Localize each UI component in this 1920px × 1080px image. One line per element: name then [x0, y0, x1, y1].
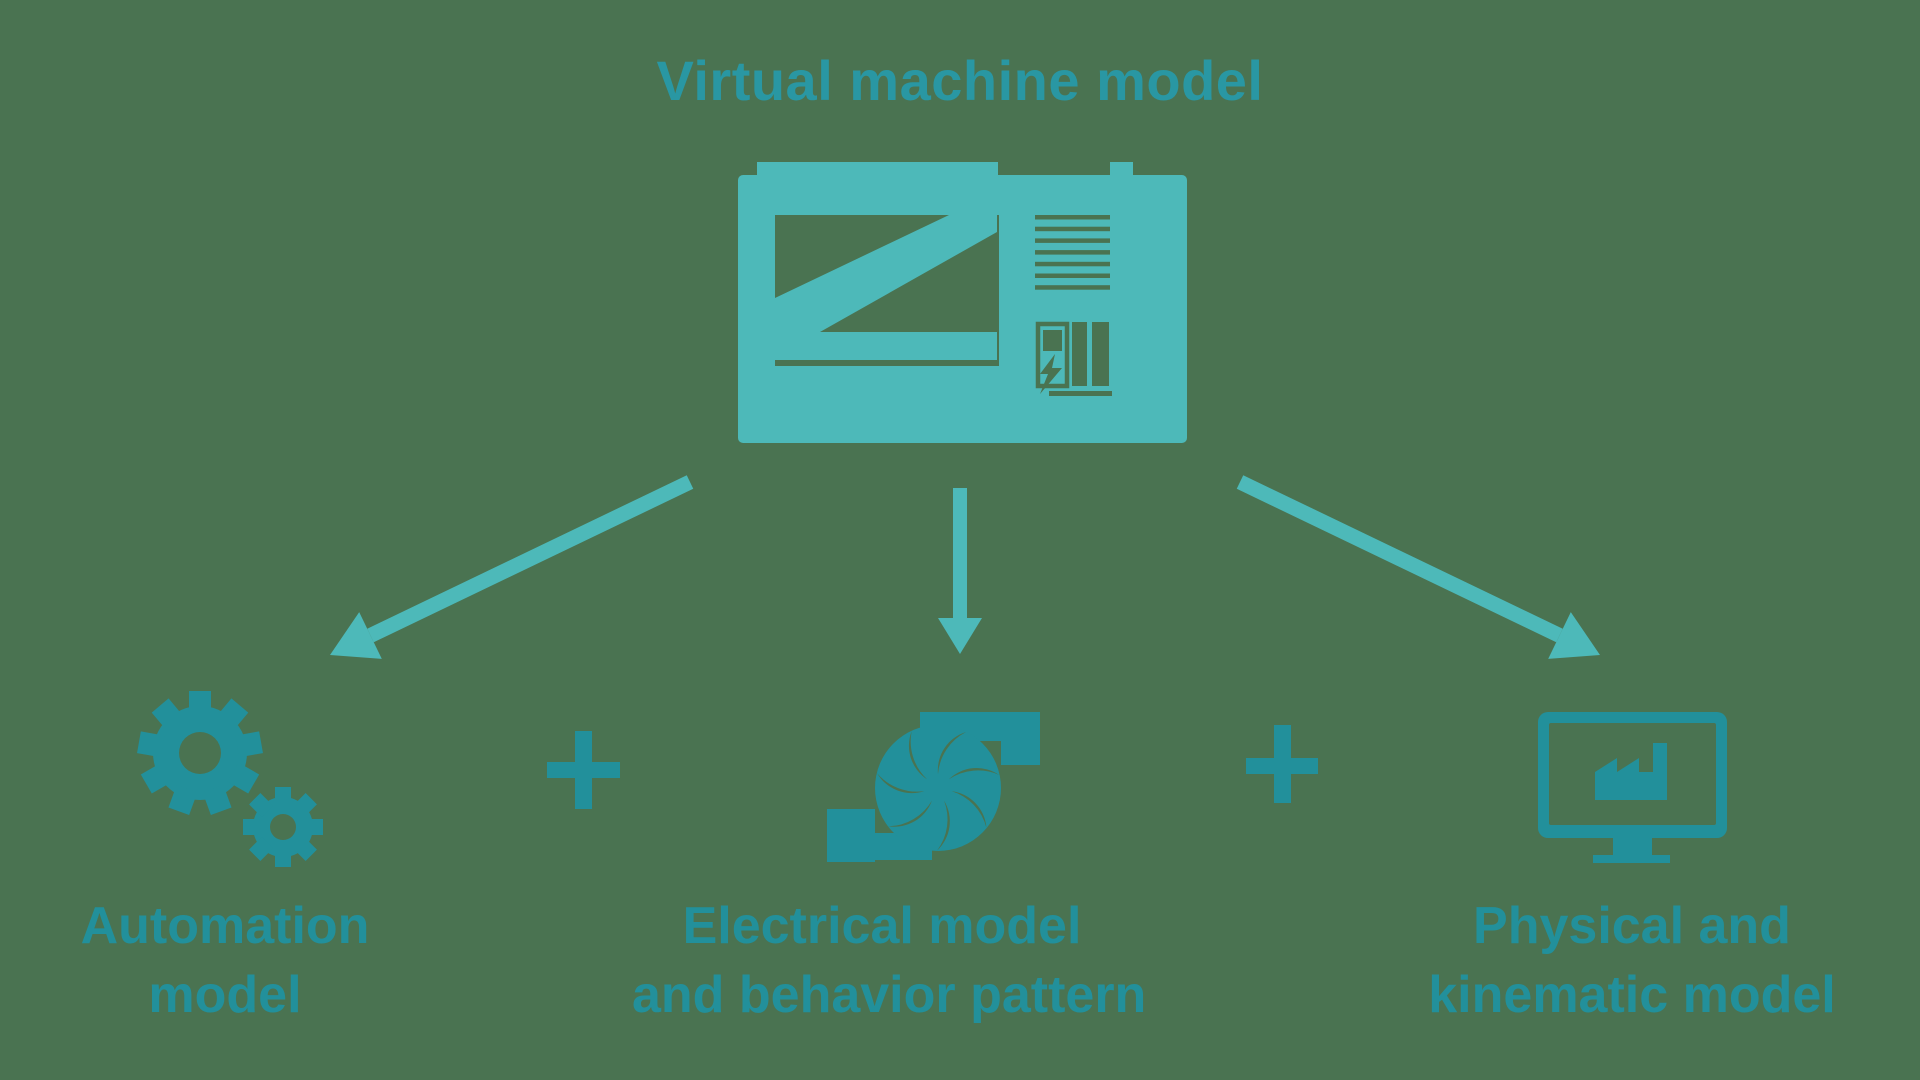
label-line: Electrical model	[682, 897, 1082, 955]
motor-fan-icon	[827, 712, 1040, 862]
fan-blades	[877, 731, 1000, 851]
machine-drive-module	[1035, 321, 1112, 396]
plus-icon	[1246, 725, 1318, 803]
label-line: Automation	[80, 897, 370, 955]
gears-icon	[137, 691, 323, 867]
arrow-down-left-icon	[330, 475, 694, 659]
arrow-down-icon	[938, 488, 982, 654]
label-electrical-model: Electrical model and behavior pattern	[632, 892, 1147, 1030]
cnc-machine-icon	[738, 162, 1187, 443]
factory-silhouette	[1595, 743, 1667, 800]
label-automation-model: Automation model	[25, 892, 425, 1030]
label-line: Physical and	[1473, 897, 1791, 955]
label-physical-kinematic-model: Physical and kinematic model	[1382, 892, 1882, 1030]
machine-vent-lines	[1035, 215, 1110, 290]
label-line: and behavior pattern	[632, 966, 1147, 1024]
monitor-factory-icon	[1538, 712, 1727, 863]
page-title: Virtual machine model	[656, 49, 1264, 112]
plus-icon	[547, 731, 620, 809]
arrow-down-right-icon	[1236, 475, 1600, 659]
label-line: kinematic model	[1428, 966, 1836, 1024]
label-line: model	[148, 966, 302, 1024]
